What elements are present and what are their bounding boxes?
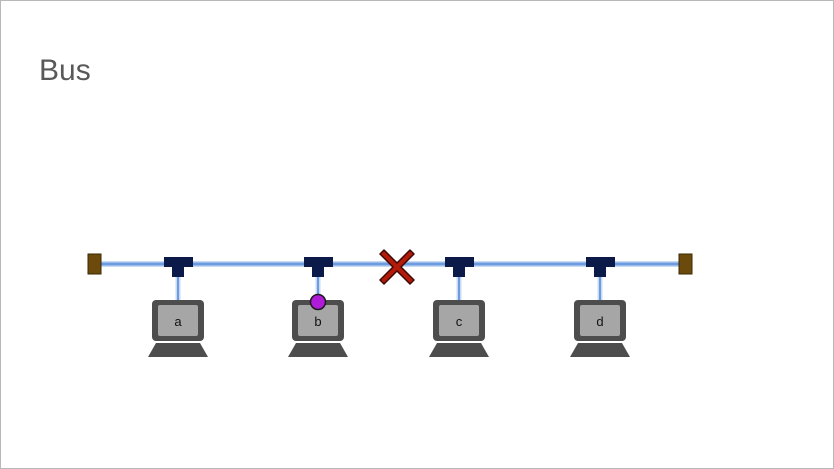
t-connector-icon bbox=[586, 257, 615, 277]
station-d: d bbox=[570, 257, 630, 357]
t-connector-icon bbox=[304, 257, 333, 277]
terminator-right-icon bbox=[678, 253, 693, 275]
station-c: c bbox=[429, 257, 489, 357]
cable-break-icon bbox=[379, 249, 415, 285]
station-b: b bbox=[288, 257, 348, 357]
terminator-left-icon bbox=[87, 253, 102, 275]
computer-label-c: c bbox=[456, 314, 463, 329]
station-a: a bbox=[148, 257, 208, 357]
t-connector-icon bbox=[164, 257, 193, 277]
t-connector-icon bbox=[445, 257, 474, 277]
computer-label-b: b bbox=[314, 314, 321, 329]
computer-icon[interactable]: d bbox=[570, 300, 630, 357]
computer-label-d: d bbox=[596, 314, 603, 329]
computer-icon[interactable]: a bbox=[148, 300, 208, 357]
slide-title: Bus bbox=[39, 54, 91, 87]
signal-dot-icon bbox=[309, 293, 327, 311]
computer-icon[interactable]: c bbox=[429, 300, 489, 357]
computer-label-a: a bbox=[174, 314, 182, 329]
computer-icon[interactable]: b bbox=[288, 300, 348, 357]
